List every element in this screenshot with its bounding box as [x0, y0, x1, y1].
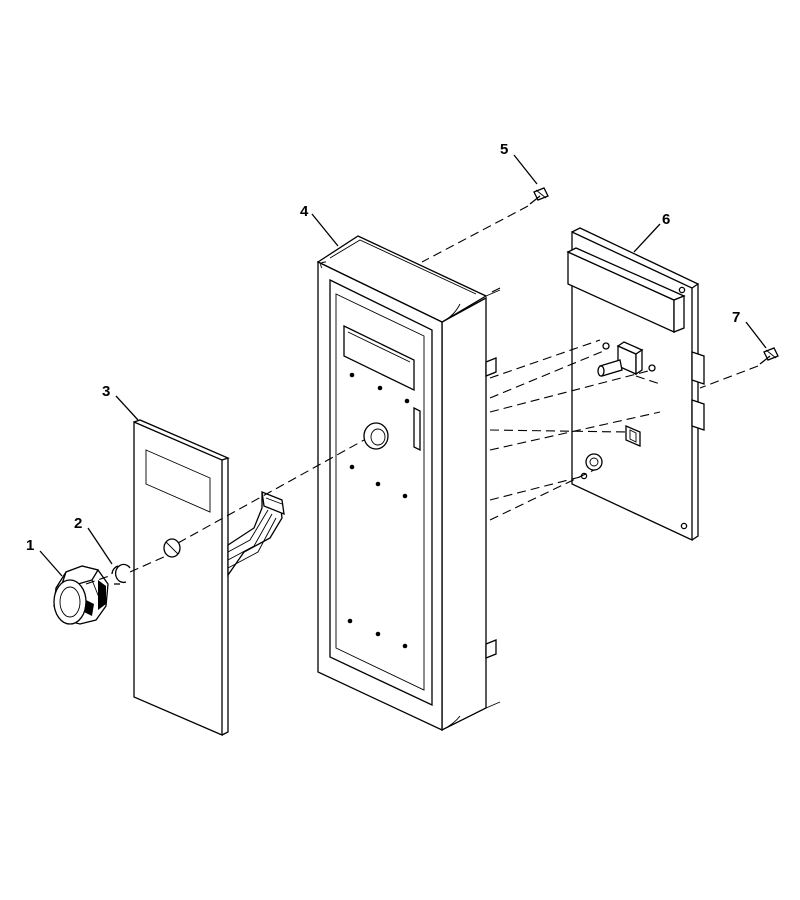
callout-5: 5 [500, 141, 508, 158]
leader-lines [39, 154, 767, 577]
part-2-clip[interactable] [111, 563, 131, 585]
part-1-knob[interactable] [53, 565, 109, 625]
callout-4: 4 [300, 203, 309, 220]
housing-mount-dots [347, 372, 410, 649]
callout-6: 6 [662, 211, 670, 228]
part-6-control-board[interactable] [566, 227, 705, 542]
callout-labels: 1 2 3 4 5 6 7 [26, 141, 740, 554]
part-5-screw[interactable] [529, 187, 549, 205]
callout-2: 2 [74, 515, 82, 532]
callout-3: 3 [102, 383, 110, 400]
callout-7: 7 [732, 309, 740, 326]
assembly-guide-lines [85, 205, 759, 585]
part-4-control-housing[interactable] [316, 235, 501, 732]
part-3-membrane-panel[interactable] [133, 419, 285, 736]
callout-1: 1 [26, 537, 34, 554]
part-7-screw[interactable] [759, 347, 779, 365]
